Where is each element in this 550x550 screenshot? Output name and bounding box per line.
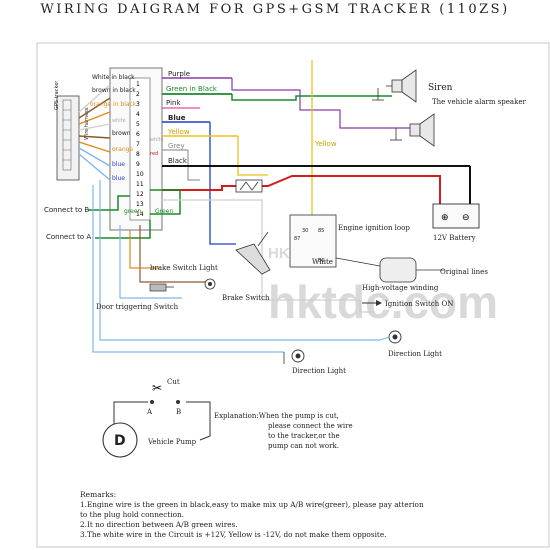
direction-light-label-2: Direction Light <box>292 367 346 375</box>
explanation-line-1: Explanation:When the pump is cut, <box>214 412 339 420</box>
relay-icon <box>289 214 337 268</box>
pin-number: 12 <box>136 191 144 198</box>
pin-number: 11 <box>136 181 144 188</box>
point-b-label: B <box>176 408 181 416</box>
conn-label-blue-1: blue <box>112 161 125 168</box>
pin-number: 2 <box>136 91 140 98</box>
explanation-line-2: please connect the wire <box>268 422 353 430</box>
remarks-line-3: 2.It no direction between A/B green wire… <box>80 520 238 529</box>
watermark: hktdc.com <box>268 276 498 328</box>
conn-label-blue: Blue <box>168 114 186 122</box>
conn-label-brown-in-black: brown in black <box>92 87 136 94</box>
pin-number: 13 <box>136 201 144 208</box>
ignition-coil-icon <box>335 257 444 283</box>
connect-to-a-label: Connect to A <box>46 233 91 241</box>
door-switch-icon <box>149 283 174 292</box>
conn-label-green: Green <box>155 208 173 215</box>
cut-label: Cut <box>167 378 180 386</box>
pin-number: 6 <box>136 131 140 138</box>
pin-number: 10 <box>136 171 144 178</box>
brake-pedal-icon <box>235 231 271 275</box>
connect-to-b-label: Connect to B <box>44 206 89 214</box>
relay-pin-85: 85 <box>318 228 324 234</box>
door-switch-label: Door triggering Switch <box>96 303 179 311</box>
scissors-icon: ✂ <box>152 381 162 395</box>
explanation-line-3: to the tracker,or the <box>268 432 340 440</box>
relay-pin-30: 30 <box>302 228 308 234</box>
original-lines-label: Original lines <box>440 268 488 276</box>
direction-light-label-1: Direction Light <box>388 350 442 358</box>
pump-symbol: D <box>114 433 126 449</box>
diagram-frame <box>36 42 550 548</box>
battery-icon: ⊕ ⊖ <box>432 203 480 229</box>
conn-label-bottom-green: green <box>124 208 142 215</box>
pin-number: 9 <box>136 161 140 168</box>
brake-switch-label: Brake Switch <box>222 294 270 302</box>
conn-label-orange: orange <box>112 146 133 153</box>
pump-motor-icon <box>102 422 138 458</box>
brake-light-icon <box>204 278 216 290</box>
conn-label-purple: Purple <box>168 70 190 78</box>
remarks-line-1: 1.Engine wire is the green in black,easy… <box>80 500 424 509</box>
conn-label-pink: Pink <box>166 99 181 107</box>
fuse-icon <box>235 179 263 193</box>
conn-label-black: Black <box>168 157 188 165</box>
gps-tracker-device <box>56 95 80 181</box>
explanation-line-4: pump can not work. <box>268 442 339 450</box>
wire-harness-label: Wire harness <box>84 107 90 140</box>
remarks-title: Remarks: <box>80 490 116 499</box>
pin-number: 14 <box>136 211 144 218</box>
battery-label: 12V Battery <box>433 234 476 242</box>
diagram-title: WIRING DAIGRAM FOR GPS+GSM TRACKER (110Z… <box>40 2 510 17</box>
pin-number: 1 <box>136 81 140 88</box>
ignition-switch-label: Ignition Switch ON <box>385 300 453 308</box>
remarks-line-2: to the plug hold connection. <box>80 510 184 519</box>
vehicle-pump-label: Vehicle Pump <box>147 438 197 446</box>
svg-text:⊖: ⊖ <box>462 213 470 223</box>
gps-tracker-label: GPS tracker <box>54 80 60 110</box>
white-label: White <box>312 258 333 266</box>
relay-pin-87: 87 <box>294 236 300 242</box>
pin-number: 3 <box>136 101 140 108</box>
svg-text:✂: ✂ <box>152 381 162 395</box>
conn-label-white: white <box>112 118 126 124</box>
relay-pin-86: 86 <box>318 258 324 264</box>
remarks-line-4: 3.The white wire in the Circuit is +12V,… <box>80 530 386 539</box>
speaker-icon <box>390 113 435 147</box>
conn-label-small-red: red <box>150 151 158 157</box>
alarm-speaker-label: The vehicle alarm speaker <box>432 98 526 106</box>
svg-text:⊕: ⊕ <box>441 213 449 223</box>
pin-number: 8 <box>136 151 140 158</box>
conn-label-white-in-black: White in black <box>92 74 135 81</box>
brake-light-label: brake Switch Light <box>150 264 218 272</box>
pin-number: 4 <box>136 111 140 118</box>
direction-light-icon-2 <box>283 349 305 364</box>
ignition-switch-arrow-icon <box>362 300 382 306</box>
conn-label-grey: Grey <box>168 142 185 150</box>
harness-wires-left <box>78 84 111 181</box>
direction-light-icon-1 <box>379 330 402 344</box>
hv-winding-label: High-voltage winding <box>362 284 439 292</box>
pin-number: 7 <box>136 141 140 148</box>
point-a-label: A <box>146 408 153 416</box>
conn-label-yellow: Yellow <box>167 128 190 136</box>
siren-icon <box>372 69 417 103</box>
engine-loop-label: Engine ignition loop <box>338 224 410 232</box>
conn-label-orange-in-black: orange in black <box>90 101 137 108</box>
yellow-wire-label: Yellow <box>314 140 337 148</box>
conn-label-small-white: white <box>150 137 164 143</box>
conn-label-brown: brown <box>112 130 131 137</box>
siren-label: Siren <box>428 83 453 93</box>
output-wires <box>88 60 471 353</box>
conn-label-blue-2: blue <box>112 175 125 182</box>
conn-label-green-in-black: Green in Black <box>166 85 218 93</box>
pin-number: 5 <box>136 121 140 128</box>
